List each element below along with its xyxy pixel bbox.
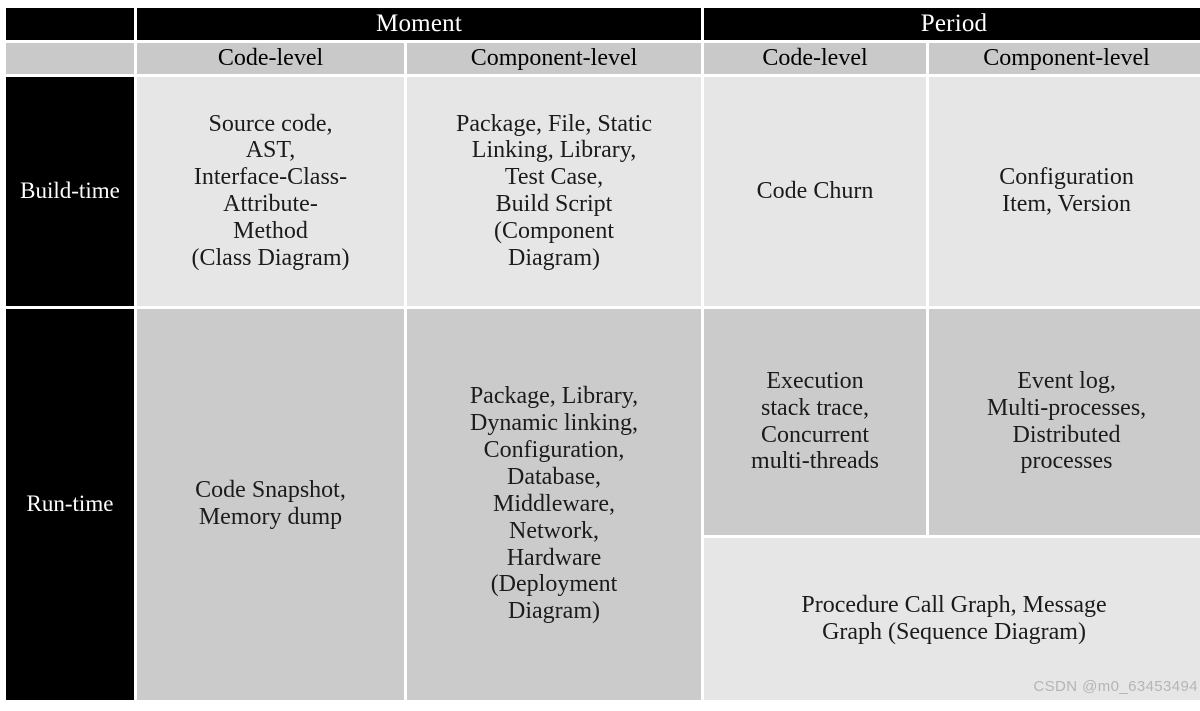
cell-build-time-period-component-level: Configuration Item, Version [929,76,1200,306]
matrix-table-container: Moment Period Code-level Component-level… [3,5,1200,703]
header-group-period: Period [704,8,1200,40]
header-corner-cell [6,8,134,40]
header-moment-component-level: Component-level [407,43,702,74]
header-row-groups: Moment Period [6,8,1200,40]
header-moment-code-level: Code-level [137,43,404,74]
csdn-watermark: CSDN @m0_63453494 [1033,678,1199,696]
cell-build-time-moment-code-level: Source code, AST, Interface-Class- Attri… [137,76,404,306]
cell-run-time-moment-component-level: Package, Library, Dynamic linking, Confi… [407,308,702,700]
cell-run-time-moment-code-level: Code Snapshot, Memory dump [137,308,404,700]
period-split-top-row: Execution stack trace, Concurrent multi-… [704,308,1200,535]
cell-run-time-period-merged: Procedure Call Graph, Message Graph (Seq… [704,537,1200,700]
period-split-grid: Execution stack trace, Concurrent multi-… [704,308,1200,700]
cell-text: Source code, AST, Interface-Class- Attri… [191,110,350,271]
row-stub-label: Build-time [20,178,120,204]
row-stub-label: Run-time [26,491,114,517]
header-row-levels: Code-level Component-level Code-level Co… [6,43,1200,74]
header-period-component-level: Component-level [929,43,1200,74]
cell-text: Package, File, Static Linking, Library, … [456,110,652,271]
table-row: Run-time Code Snapshot, Memory dump Pack… [6,308,1200,700]
cell-text: Execution stack trace, Concurrent multi-… [751,367,879,475]
table-body: Build-time Source code, AST, Interface-C… [6,76,1200,700]
table-row: Build-time Source code, AST, Interface-C… [6,76,1200,306]
cell-run-time-period-component-level: Event log, Multi-processes, Distributed … [929,308,1200,535]
cell-text: Code Churn [756,177,874,204]
cell-build-time-period-code-level: Code Churn [704,76,927,306]
cell-run-time-period-code-level: Execution stack trace, Concurrent multi-… [704,308,927,535]
header-group-moment: Moment [137,8,702,40]
header-subcorner-cell [6,43,134,74]
table-head: Moment Period Code-level Component-level… [6,8,1200,74]
cell-build-time-moment-component-level: Package, File, Static Linking, Library, … [407,76,702,306]
row-stub-build-time: Build-time [6,76,134,306]
row-stub-run-time: Run-time [6,308,134,700]
cell-text: Package, Library, Dynamic linking, Confi… [469,383,639,625]
cell-text: Procedure Call Graph, Message Graph (Seq… [801,591,1107,645]
moment-period-matrix: Moment Period Code-level Component-level… [3,5,1200,703]
cell-text: Event log, Multi-processes, Distributed … [986,367,1147,475]
cell-run-time-period-group: Execution stack trace, Concurrent multi-… [704,308,1200,700]
cell-text: Code Snapshot, Memory dump [195,477,346,531]
header-period-code-level: Code-level [704,43,927,74]
cell-text: Configuration Item, Version [999,164,1134,218]
